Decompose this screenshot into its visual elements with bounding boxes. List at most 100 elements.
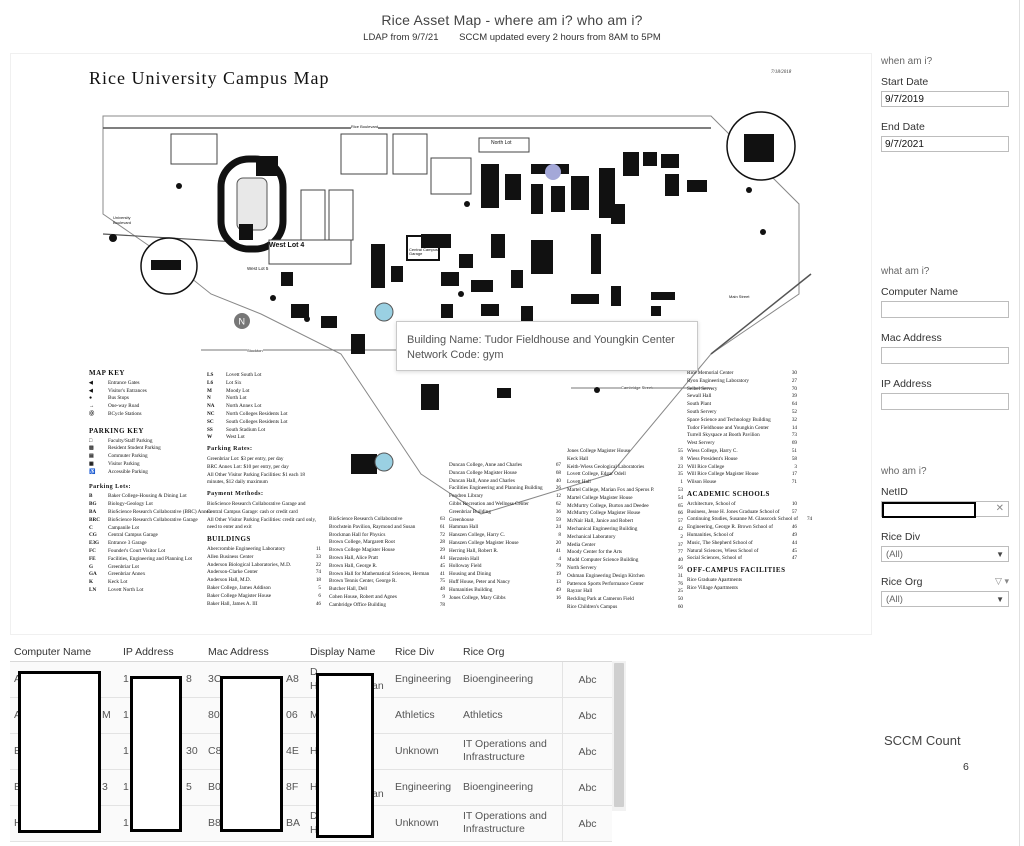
table-scrollbar[interactable] xyxy=(612,661,626,811)
when-title: when am i? xyxy=(881,56,933,67)
parking-key-title: PARKING KEY xyxy=(89,426,144,435)
map-key-column: MAP KEY ◀Entrance Gates ◀Visitor's Entra… xyxy=(89,369,212,593)
rice-div-value: (All) xyxy=(886,549,903,560)
west-lot-5-label: West Lot 5 xyxy=(247,266,269,271)
map-key-item: Bus Stops xyxy=(108,395,129,402)
west-lot-2 xyxy=(328,189,354,241)
map-key-item: Visitor's Entrances xyxy=(108,387,147,394)
table-row[interactable]: B 3 1 5 B0 8F H an Engineering Bioengine… xyxy=(10,770,612,806)
ip-address-input[interactable] xyxy=(881,393,1009,410)
sccm-count-label: SCCM Count xyxy=(884,733,961,748)
parking-key-item: Faculty/Staff Parking xyxy=(108,437,153,444)
rice-div-select[interactable]: (All) ▼ xyxy=(881,546,1009,562)
building-tooltip: Building Name: Tudor Fieldhouse and Youn… xyxy=(396,321,698,371)
table-row[interactable]: A 1 8 3C A8 D H an Engineering Bioengine… xyxy=(10,662,612,698)
who-title: who am i? xyxy=(881,466,927,477)
campus-map[interactable]: N Rice University Campus Map 7/18/2018 W… xyxy=(10,53,872,635)
main-street-label: Main Street xyxy=(729,294,750,299)
sccm-count-value: 6 xyxy=(963,761,969,773)
cambridge-street-label: Cambridge Street xyxy=(621,385,653,390)
ip-address-label: IP Address xyxy=(881,378,932,390)
filter-icon[interactable]: ▽ xyxy=(995,576,1002,586)
table-row[interactable]: A M 1 80 06 M Athletics Athletics Abc xyxy=(10,698,612,734)
computer-name-label: Computer Name xyxy=(881,286,959,298)
redaction-box xyxy=(316,673,374,838)
mac-address-label: Mac Address xyxy=(881,332,942,344)
tooltip-network-code: Network Code: gym xyxy=(407,349,504,361)
off-campus-title: OFF-CAMPUS FACILITIES xyxy=(687,566,786,575)
campus-buildings xyxy=(239,152,707,474)
rice-org-select[interactable]: (All) ▼ xyxy=(881,591,1009,607)
what-filters: what am i? Computer Name Mac Address IP … xyxy=(881,266,1009,424)
parking-lots-title: Parking Lots: xyxy=(89,483,132,490)
bus-stops xyxy=(109,183,766,393)
compass xyxy=(234,313,250,329)
intramural-field-2 xyxy=(392,133,428,175)
campus-map-drawing[interactable]: N xyxy=(11,54,872,635)
map-date: 7/18/2018 xyxy=(771,70,792,75)
end-date-label: End Date xyxy=(881,121,925,133)
who-filters: who am i? NetID ✕ Rice Div (All) ▼ Rice … xyxy=(881,466,1009,621)
chevron-down-icon: ▼ xyxy=(996,550,1004,559)
table-body: A 1 8 3C A8 D H an Engineering Bioengine… xyxy=(10,662,612,842)
rice-org-label: Rice Org xyxy=(881,576,923,588)
netid-label: NetID xyxy=(881,486,908,498)
west-lot-4 xyxy=(268,239,352,265)
payment-title: Payment Methods: xyxy=(207,491,264,498)
buildings-title: BUILDINGS xyxy=(207,535,251,544)
compass-label: N xyxy=(239,317,246,327)
mac-address-input[interactable] xyxy=(881,347,1009,364)
parking-key-item: Visitor Parking xyxy=(108,460,140,467)
dashboard-subtitle: LDAP from 9/7/21 SCCM updated every 2 ho… xyxy=(0,32,1024,43)
academic-schools-title: ACADEMIC SCHOOLS xyxy=(687,489,770,498)
clear-icon[interactable]: ✕ xyxy=(995,503,1004,514)
dashboard-title: Rice Asset Map - where am i? who am i? xyxy=(381,12,643,28)
what-title: what am i? xyxy=(881,266,930,277)
end-date-input[interactable]: 9/7/2021 xyxy=(881,136,1009,152)
redaction-box xyxy=(130,676,182,832)
col-rice-org[interactable]: Rice Org xyxy=(463,646,505,658)
map-key-title: MAP KEY xyxy=(89,369,125,377)
north-lot-label: North Lot xyxy=(491,140,512,146)
col-mac-address[interactable]: Mac Address xyxy=(208,646,269,658)
map-key-item: Entrance Gates xyxy=(108,379,140,386)
asset-marker xyxy=(545,164,561,180)
practice-field xyxy=(170,133,218,165)
intramural-field-3 xyxy=(430,157,472,195)
rice-org-value: (All) xyxy=(886,594,903,605)
rice-boulevard-label: Rice Boulevard xyxy=(351,124,379,129)
main-street xyxy=(710,273,812,355)
chevron-down-icon: ▼ xyxy=(996,595,1004,604)
col-display-name[interactable]: Display Name xyxy=(310,646,376,658)
rice-div-label: Rice Div xyxy=(881,531,921,543)
when-filters: when am i? Start Date 9/7/2019 End Date … xyxy=(881,56,1009,166)
menu-dropdown-icon[interactable]: ▾ xyxy=(1004,576,1009,586)
west-lot-3 xyxy=(300,189,326,241)
table-row[interactable]: H 1 B8 BA D H Unknown IT Operations and … xyxy=(10,806,612,842)
netid-input[interactable]: ✕ xyxy=(881,501,1009,518)
redaction-box xyxy=(882,502,976,518)
intramural-field-1 xyxy=(340,133,388,175)
table-row[interactable]: B 1 30 C8 4E H Unknown IT Operations and… xyxy=(10,734,612,770)
start-date-input[interactable]: 9/7/2019 xyxy=(881,91,1009,107)
col-ip-address[interactable]: IP Address xyxy=(123,646,174,658)
dashboard-header: Rice Asset Map - where am i? who am i? L… xyxy=(0,12,1024,43)
redaction-box xyxy=(220,676,283,832)
col-rice-div[interactable]: Rice Div xyxy=(395,646,435,658)
asset-marker xyxy=(374,302,394,322)
parking-key-item: Resident Student Parking xyxy=(108,445,161,452)
parking-key-item: Commuter Parking xyxy=(108,453,148,460)
computer-name-input[interactable] xyxy=(881,301,1009,318)
sccm-note: SCCM updated every 2 hours from 8AM to 5… xyxy=(459,32,661,43)
stadium-field xyxy=(236,177,268,231)
tooltip-building-name: Building Name: Tudor Fieldhouse and Youn… xyxy=(407,334,675,346)
university-boulevard-label: University Boulevard xyxy=(113,215,132,225)
parking-key-item: Accessible Parking xyxy=(108,468,148,475)
col-computer-name[interactable]: Computer Name xyxy=(14,646,92,658)
ldap-note: LDAP from 9/7/21 xyxy=(363,32,439,43)
scrollbar-thumb[interactable] xyxy=(614,663,624,807)
